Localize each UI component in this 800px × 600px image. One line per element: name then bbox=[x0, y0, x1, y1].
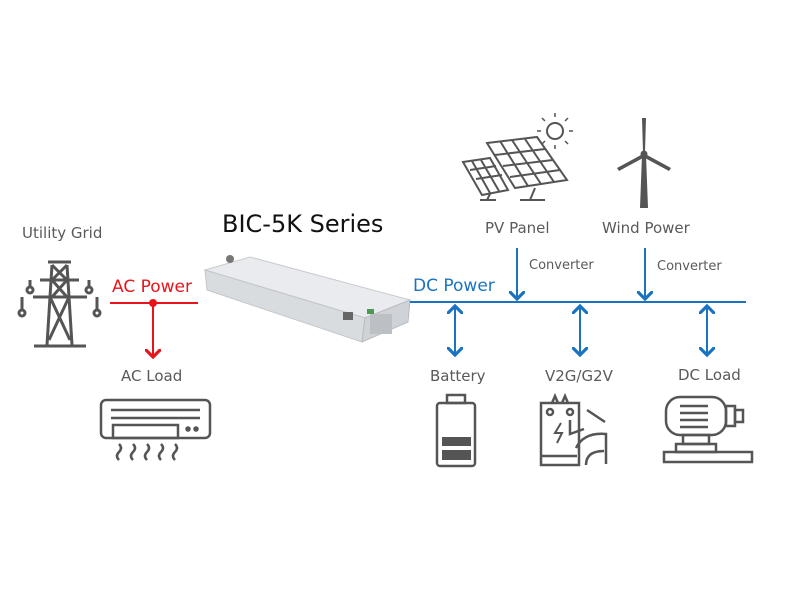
dc-power-label: DC Power bbox=[413, 276, 495, 296]
wind-power-label: Wind Power bbox=[602, 219, 690, 237]
battery-label: Battery bbox=[430, 367, 486, 385]
ac-bus bbox=[110, 299, 198, 357]
dc-bus bbox=[410, 248, 746, 355]
solar-panel-icon bbox=[461, 113, 573, 201]
wind-converter-label: Converter bbox=[657, 259, 722, 274]
utility-grid-label: Utility Grid bbox=[22, 224, 103, 242]
air-conditioner-icon bbox=[99, 398, 212, 461]
ac-load-label: AC Load bbox=[121, 367, 183, 385]
transmission-tower-icon bbox=[17, 260, 102, 348]
product-title: BIC-5K Series bbox=[222, 210, 384, 238]
wind-turbine-icon bbox=[617, 118, 671, 208]
bic-5k-unit-image bbox=[203, 255, 412, 343]
ac-power-label: AC Power bbox=[112, 277, 193, 297]
pv-converter-label: Converter bbox=[529, 258, 594, 273]
dc-load-label: DC Load bbox=[678, 366, 741, 384]
v2g-label: V2G/G2V bbox=[545, 367, 613, 385]
battery-icon bbox=[435, 393, 477, 468]
motor-icon bbox=[662, 395, 754, 464]
ev-charger-icon bbox=[539, 392, 608, 467]
pv-panel-label: PV Panel bbox=[485, 219, 550, 237]
